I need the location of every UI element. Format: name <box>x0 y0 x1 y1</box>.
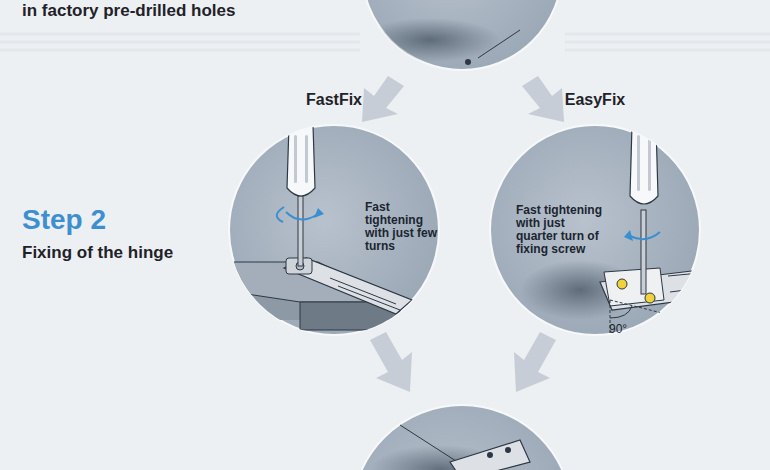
step-heading: FastFix <box>229 91 439 109</box>
callout-text: Fast tightening with just few turns <box>365 201 437 253</box>
step-circle: EasyFixFast tightening with just quarter… <box>490 125 700 335</box>
drilled-hole <box>360 18 520 65</box>
angle-dimension: 90° <box>609 322 627 336</box>
result-illustration <box>370 425 530 470</box>
step-caption: in factory pre-drilled holes <box>22 1 236 21</box>
step-circle <box>490 125 700 335</box>
background-stripes <box>0 34 770 50</box>
callout-text: Fast tightening with just quarter turn o… <box>516 204 608 256</box>
step-circle: FastFixFast tightening with just few tur… <box>229 125 439 335</box>
step-heading: EasyFix <box>490 91 700 109</box>
step-number: Step 2 <box>22 204 106 236</box>
step-circle <box>352 405 572 470</box>
step-caption: Fixing of the hinge <box>22 243 173 263</box>
